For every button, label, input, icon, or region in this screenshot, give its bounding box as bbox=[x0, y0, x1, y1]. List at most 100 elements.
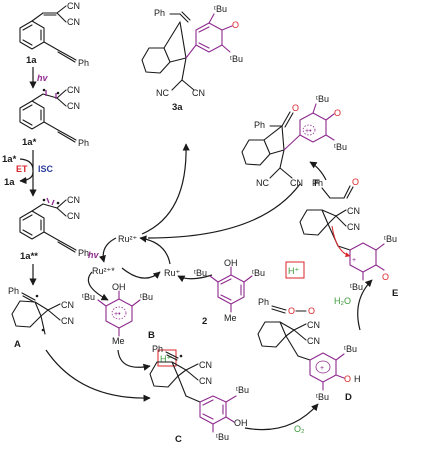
arrow-ru2-to-ru2star bbox=[98, 237, 117, 263]
o-label: O bbox=[334, 108, 341, 118]
cn-label: CN bbox=[67, 195, 80, 205]
me-label: Me bbox=[224, 313, 237, 323]
label-1a: 1a bbox=[26, 55, 37, 66]
hplus-label-A: H⁺ bbox=[160, 354, 171, 364]
ph-label: Ph bbox=[78, 248, 89, 258]
o-label: O bbox=[232, 20, 239, 30]
o2-label: O₂ bbox=[294, 424, 305, 434]
tbu-label: ᵗBu bbox=[194, 268, 207, 278]
ph-label: Ph bbox=[154, 8, 165, 18]
cn-label: CN bbox=[67, 17, 80, 27]
label-C: C bbox=[175, 434, 182, 445]
compound-E: Ph O CN CN O ᵗBu ᵗBu + E bbox=[299, 177, 398, 299]
label-1a-star: 1a* bbox=[22, 137, 37, 148]
ru2star-label: Ru²⁺* bbox=[92, 266, 115, 276]
compound-B: +• OH ᵗBu ᵗBu Me B bbox=[82, 282, 155, 346]
o-label: O bbox=[344, 374, 351, 384]
tbu-label: ᵗBu bbox=[316, 94, 329, 104]
o-label: O bbox=[352, 177, 359, 187]
oh-label: OH bbox=[112, 282, 126, 292]
plus-label: + bbox=[352, 257, 356, 264]
tbu-label: ᵗBu bbox=[334, 142, 347, 152]
oh-label: OH bbox=[224, 258, 238, 268]
hplus-label-E: H⁺ bbox=[288, 266, 299, 276]
compound-D: Ph O O CN CN + ᵗBu O H ᵗBu D bbox=[257, 297, 361, 403]
isc-label: ISC bbox=[38, 164, 54, 174]
nc-label: NC bbox=[156, 88, 169, 98]
me-label: Me bbox=[112, 336, 125, 346]
cn-label: CN bbox=[347, 206, 360, 216]
label-1a-star-reagent: 1a* bbox=[2, 154, 17, 165]
compound-A: Ph CN CN A bbox=[8, 286, 74, 350]
tbu-label: ᵗBu bbox=[236, 385, 249, 395]
tbu-label: ᵗBu bbox=[82, 292, 95, 302]
o-label: O bbox=[308, 306, 315, 316]
arrow-A-to-C bbox=[45, 349, 151, 402]
tbu-label: ᵗBu bbox=[216, 432, 229, 442]
cn-label: CN bbox=[199, 376, 212, 386]
tbu-label: ᵗBu bbox=[350, 282, 363, 292]
ruplus-label: Ru⁺ bbox=[164, 268, 181, 278]
arrow-E-to-F bbox=[309, 161, 327, 181]
ph-label: Ph bbox=[78, 58, 89, 68]
ph-label: Ph bbox=[152, 344, 163, 354]
label-1a-2star: 1a** bbox=[20, 251, 38, 262]
ru2-label: Ru²⁺ bbox=[118, 234, 138, 244]
cn-label: CN bbox=[307, 320, 320, 330]
cn-label: CN bbox=[67, 101, 80, 111]
oh-label: OH bbox=[234, 418, 248, 428]
label-A: A bbox=[14, 339, 21, 350]
arrow-2-to-ruplus bbox=[177, 274, 213, 283]
label-3a: 3a bbox=[172, 102, 183, 113]
hv-label-top: hv bbox=[37, 73, 48, 83]
tbu-label: ᵗBu bbox=[140, 292, 153, 302]
label-B: B bbox=[148, 330, 155, 341]
arrow-B-to-C bbox=[117, 349, 151, 371]
o-label: O bbox=[382, 272, 389, 282]
ph-label: Ph bbox=[8, 286, 19, 296]
compound-F: Ph O NC CN +• ᵗBu O ᵗBu F bbox=[241, 94, 347, 189]
cn-label: CN bbox=[61, 300, 74, 310]
ph-label: Ph bbox=[312, 178, 323, 188]
tbu-label: ᵗBu bbox=[344, 344, 357, 354]
cn-label: CN bbox=[192, 88, 205, 98]
compound-1a: CN CN Ph 1a bbox=[19, 1, 89, 68]
hplus-box-A bbox=[157, 349, 177, 367]
compound-1a-star: CN CN Ph 1a* bbox=[19, 85, 89, 148]
label-2: 2 bbox=[202, 316, 207, 327]
o-label: O bbox=[288, 306, 295, 316]
label-F: F bbox=[314, 178, 320, 189]
arrow-to-B bbox=[87, 271, 109, 301]
cn-label: CN bbox=[347, 222, 360, 232]
h2o-label: H₂O bbox=[334, 296, 351, 306]
o-label: O bbox=[292, 103, 299, 113]
arrow-from-F bbox=[147, 183, 301, 239]
compound-2: OH ᵗBu ᵗBu Me 2 bbox=[194, 258, 265, 327]
cn-label: CN bbox=[199, 360, 212, 370]
tbu-label: ᵗBu bbox=[316, 392, 329, 402]
nc-label: NC bbox=[256, 178, 269, 188]
hplus-box-E bbox=[285, 261, 305, 279]
cn-label: CN bbox=[307, 336, 320, 346]
compound-3a: Ph NC CN ᵗBu O ᵗBu 3a bbox=[141, 4, 243, 113]
et-label: ET bbox=[16, 164, 28, 174]
ph-label: Ph bbox=[258, 297, 269, 307]
compound-1a-2star: CN CN Ph 1a** bbox=[19, 195, 89, 262]
plus-dot-label: +• bbox=[305, 128, 312, 135]
hv-label-cycle: hv bbox=[88, 250, 99, 260]
tbu-label: ᵗBu bbox=[230, 54, 243, 64]
arrow-D-to-E bbox=[357, 279, 373, 331]
arrow-to-3a bbox=[141, 143, 190, 235]
label-E: E bbox=[392, 288, 398, 299]
label-1a-product: 1a bbox=[4, 177, 15, 188]
tbu-label: ᵗBu bbox=[384, 234, 397, 244]
arrow-C-to-D bbox=[244, 403, 319, 431]
cn-label: CN bbox=[61, 316, 74, 326]
ph-label: Ph bbox=[78, 138, 89, 148]
arrow-ruplus-to-ru2 bbox=[139, 235, 171, 265]
cn-label: CN bbox=[67, 1, 80, 11]
compound-C: Ph CN CN ᵗBu OH ᵗBu C bbox=[149, 344, 249, 445]
plus-label: + bbox=[320, 365, 324, 372]
cn-label: CN bbox=[290, 178, 303, 188]
